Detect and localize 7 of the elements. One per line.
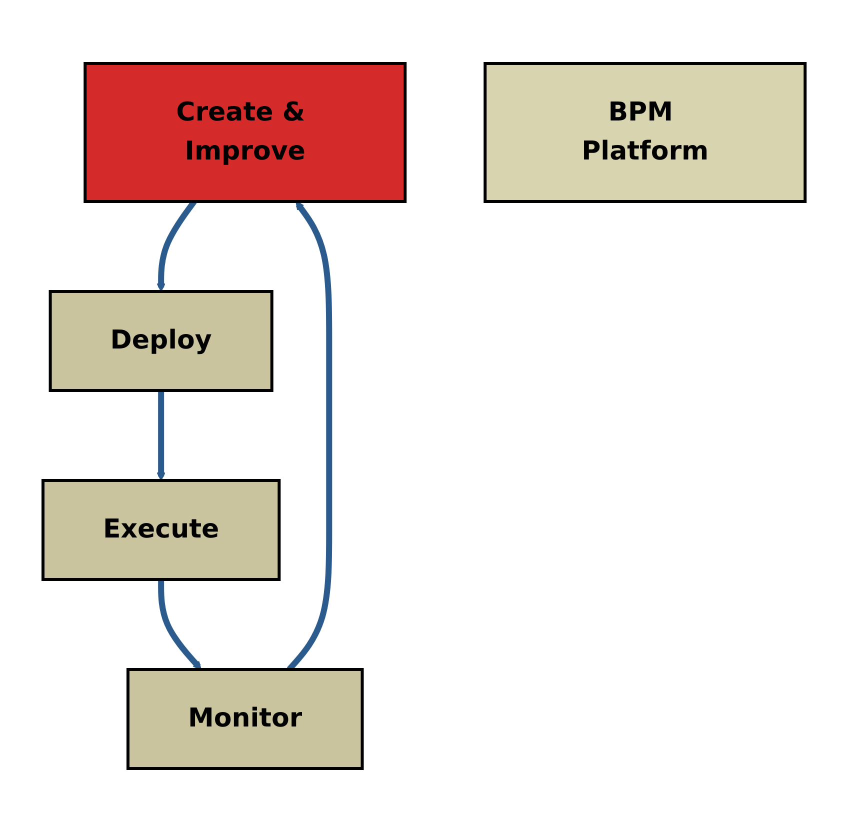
node-box: Create & Improve — [84, 62, 407, 202]
arrow — [156, 390, 166, 480]
arrow — [158, 579, 202, 670]
node-box: BPM Platform — [484, 62, 807, 202]
node-box: Deploy — [48, 290, 274, 392]
node-box: Execute — [41, 478, 281, 580]
node-box: Monitor — [126, 668, 364, 770]
